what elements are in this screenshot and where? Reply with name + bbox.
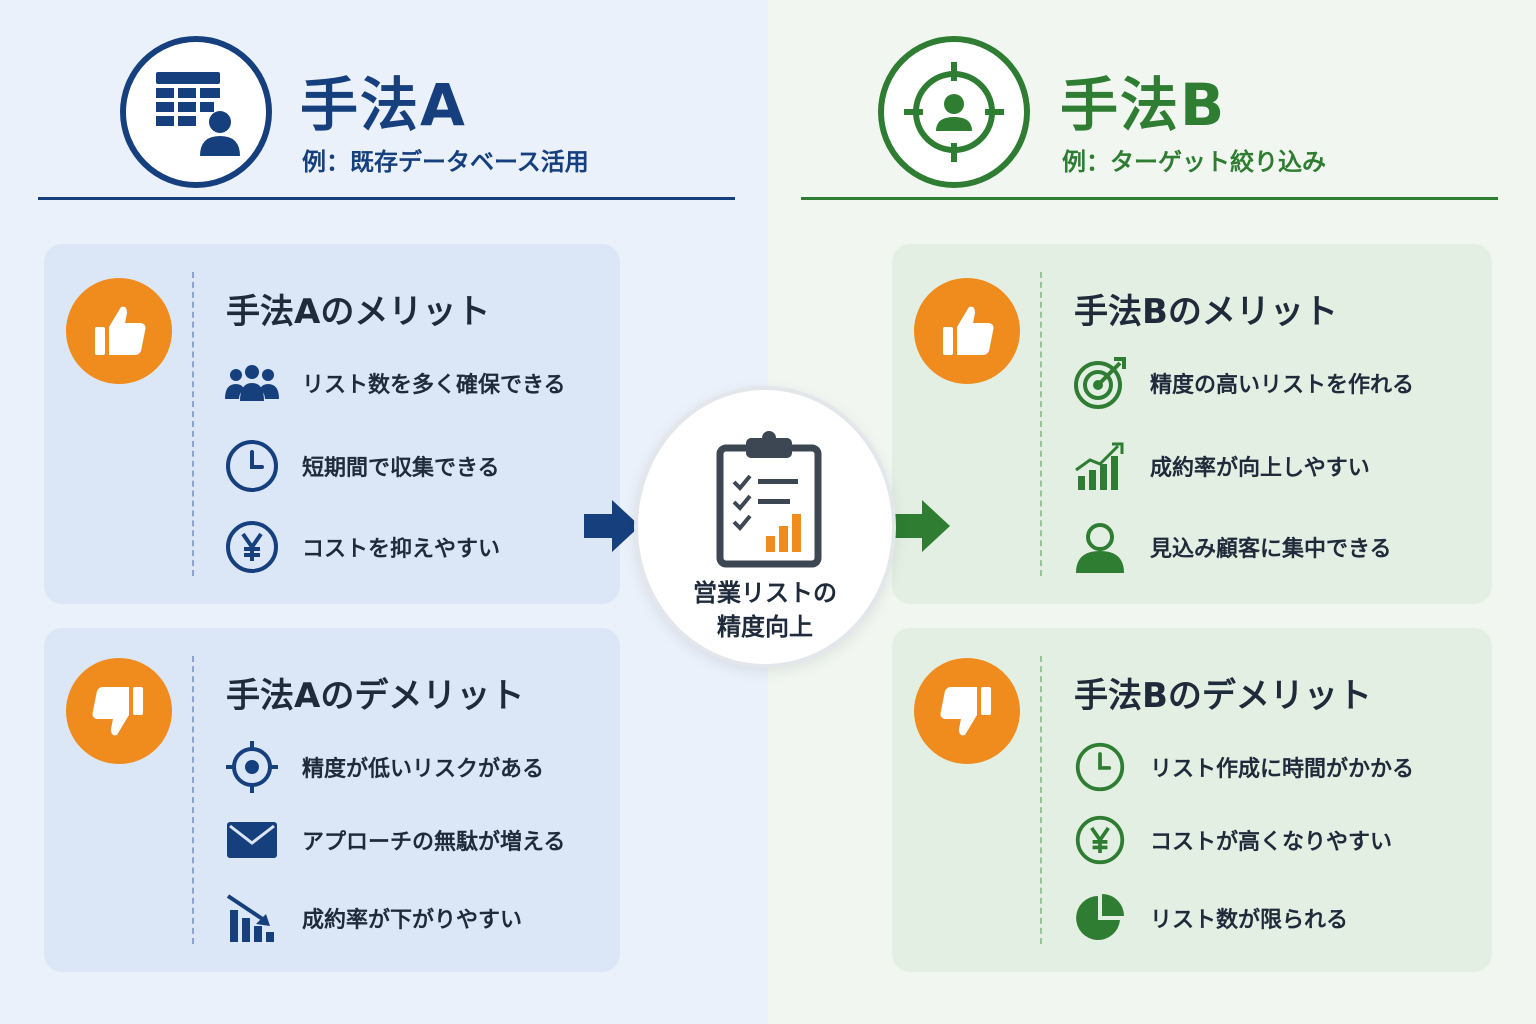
list-item: 精度が低いリスクがある [224, 739, 544, 795]
list-item: 見込み顧客に集中できる [1072, 519, 1392, 575]
list-item: 成約率が向上しやすい [1072, 438, 1370, 494]
declining-chart-icon [224, 890, 280, 946]
user-icon [1072, 519, 1128, 575]
target-arrow-icon [1072, 355, 1128, 411]
clipboard-checklist-icon [716, 431, 822, 568]
merit-text: リスト数を多く確保できる [302, 373, 566, 398]
merit-text: 精度の高いリストを作れる [1150, 373, 1415, 398]
method-a-merit-card: 手法Aのメリット リスト数を多く確保できる 短期間で収集できる コストを抑えやす… [44, 244, 620, 604]
method-a-demerit-card: 手法Aのデメリット 精度が低いリスクがある アプローチの無駄が増える 成約率が下… [44, 628, 620, 972]
center-label-line1: 営業リストの [693, 579, 837, 607]
clock-icon [1072, 739, 1128, 795]
crosshair-icon [224, 739, 280, 795]
card-divider [192, 272, 194, 576]
demerit-text: リスト作成に時間がかかる [1150, 757, 1415, 782]
thumbs-down-icon [914, 658, 1020, 764]
demerit-text: アプローチの無駄が増える [302, 830, 566, 855]
list-item: 成約率が下がりやすい [224, 890, 522, 946]
merit-text: 成約率が向上しやすい [1150, 456, 1370, 481]
merit-text: 短期間で収集できる [302, 456, 500, 481]
list-item: アプローチの無駄が増える [224, 812, 565, 868]
mail-icon [224, 812, 280, 868]
group-icon [224, 355, 280, 411]
card-divider [1040, 656, 1042, 944]
demerit-text: 精度が低いリスクがある [302, 757, 545, 782]
method-a-title: 手法A [300, 71, 467, 139]
list-item: コストを抑えやすい [224, 519, 500, 575]
thumbs-up-icon [914, 278, 1020, 384]
list-item: 精度の高いリストを作れる [1072, 355, 1414, 411]
list-item: コストが高くなりやすい [1072, 812, 1392, 868]
target-user-icon [878, 36, 1030, 188]
list-item: リスト数が限られる [1072, 890, 1348, 946]
card-divider [192, 656, 194, 944]
method-b-title: 手法B [1060, 71, 1227, 139]
yen-icon [1072, 812, 1128, 868]
list-item: リスト数を多く確保できる [224, 355, 566, 411]
arrow-right-icon [584, 500, 640, 552]
demerit-text: 成約率が下がりやすい [302, 908, 523, 933]
clock-icon [224, 438, 280, 494]
demerit-text: コストが高くなりやすい [1150, 830, 1393, 855]
method-a-demerit-title: 手法Aのデメリット [226, 676, 525, 716]
method-b-merit-card: 手法Bのメリット 精度の高いリストを作れる 成約率が向上しやすい 見込み顧客に集… [892, 244, 1492, 604]
thumbs-up-icon [66, 278, 172, 384]
list-item: 短期間で収集できる [224, 438, 500, 494]
card-divider [1040, 272, 1042, 576]
demerit-text: リスト数が限られる [1150, 908, 1349, 933]
thumbs-down-icon [66, 658, 172, 764]
method-b-subtitle: 例：ターゲット絞り込み [1062, 148, 1326, 176]
method-a-subtitle: 例：既存データベース活用 [302, 148, 589, 176]
growth-chart-icon [1072, 438, 1128, 494]
method-a-merit-title: 手法Aのメリット [226, 292, 491, 332]
pie-chart-icon [1072, 890, 1128, 946]
method-b-demerit-title: 手法Bのデメリット [1074, 676, 1372, 716]
arrow-right-icon [894, 500, 950, 552]
merit-text: 見込み顧客に集中できる [1150, 537, 1392, 562]
method-a-rule [38, 197, 735, 200]
yen-icon [224, 519, 280, 575]
merit-text: コストを抑えやすい [302, 537, 501, 562]
database-user-icon [120, 36, 272, 188]
method-b-rule [801, 197, 1498, 200]
method-b-demerit-card: 手法Bのデメリット リスト作成に時間がかかる コストが高くなりやすい リスト数が… [892, 628, 1492, 972]
method-b-merit-title: 手法Bのメリット [1074, 292, 1338, 332]
list-item: リスト作成に時間がかかる [1072, 739, 1414, 795]
center-goal-circle: 営業リストの 精度向上 [634, 386, 896, 668]
center-label-line2: 精度向上 [717, 613, 813, 641]
